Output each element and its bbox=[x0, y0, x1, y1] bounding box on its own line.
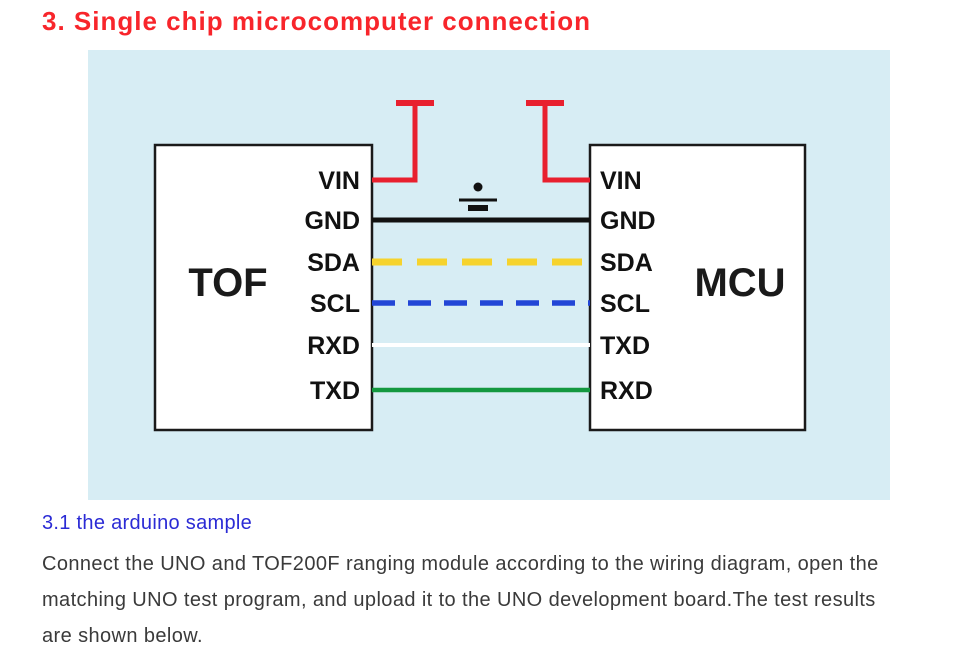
vin-wires bbox=[372, 100, 590, 183]
wiring-diagram: TOF VIN GND SDA SCL RXD TXD MCU VIN GND … bbox=[153, 100, 807, 432]
mcu-pin-txd: TXD bbox=[600, 332, 650, 360]
tof-label: TOF bbox=[188, 261, 267, 305]
mcu-pin-rxd: RXD bbox=[600, 377, 653, 405]
mcu-pin-scl: SCL bbox=[600, 290, 650, 318]
section-title: 3. Single chip microcomputer connection bbox=[42, 6, 591, 36]
tof-pin-sda: SDA bbox=[307, 249, 360, 277]
tof-module: TOF VIN GND SDA SCL RXD TXD bbox=[153, 143, 374, 432]
tof-pin-gnd: GND bbox=[304, 207, 360, 235]
mcu-label: MCU bbox=[694, 261, 785, 305]
mcu-pin-vin: VIN bbox=[600, 167, 642, 195]
mcu-pin-gnd: GND bbox=[600, 207, 656, 235]
body-line-1: Connect the UNO and TOF200F ranging modu… bbox=[42, 553, 879, 575]
mcu-box bbox=[588, 143, 807, 432]
ground-symbol-dot-icon bbox=[473, 182, 483, 192]
body-line-2: matching UNO test program, and upload it… bbox=[42, 589, 876, 611]
wiring-diagram-panel: TOF VIN GND SDA SCL RXD TXD MCU VIN GND … bbox=[88, 50, 890, 500]
body-line-3: are shown below. bbox=[42, 625, 203, 647]
tof-box bbox=[153, 143, 374, 432]
body-paragraph: Connect the UNO and TOF200F ranging modu… bbox=[42, 546, 952, 654]
gnd-wire-group bbox=[372, 182, 590, 223]
vin-wire-right bbox=[542, 105, 590, 183]
tof-pin-txd: TXD bbox=[310, 377, 360, 405]
tof-pin-vin: VIN bbox=[318, 167, 360, 195]
tof-pin-scl: SCL bbox=[310, 290, 360, 318]
mcu-module: MCU VIN GND SDA SCL TXD RXD bbox=[588, 143, 807, 432]
mcu-pin-sda: SDA bbox=[600, 249, 653, 277]
subsection-title: 3.1 the arduino sample bbox=[42, 512, 253, 534]
vin-wire-left bbox=[372, 105, 418, 183]
tof-pin-rxd: RXD bbox=[307, 332, 360, 360]
